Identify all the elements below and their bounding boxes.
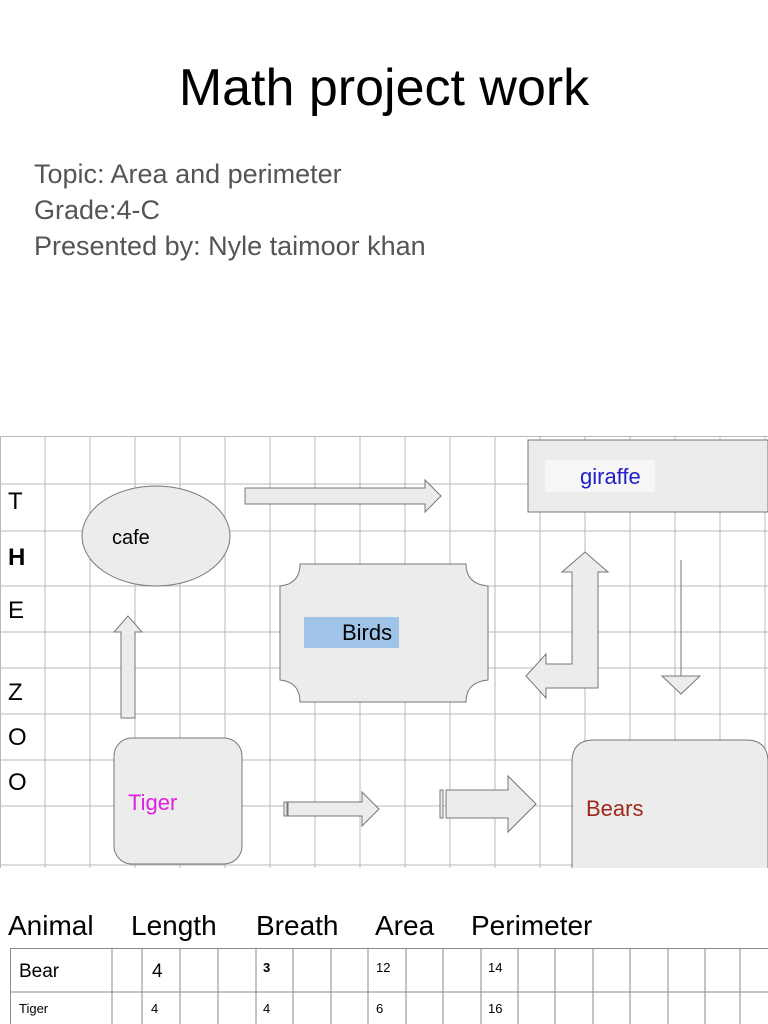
slide-title: Math project work: [178, 59, 590, 117]
zoo-map: cafe giraffe Birds Tiger Bears: [0, 436, 768, 868]
header-area: Area: [375, 910, 435, 941]
right-arrow-top: [244, 478, 442, 514]
data-table-grid: [10, 948, 768, 1024]
header-length: Length: [131, 910, 217, 941]
bears-enclosure: [571, 739, 768, 868]
zoo-letter-z: Z: [8, 679, 23, 706]
zoo-letter-t: T: [8, 488, 23, 515]
birds-highlight: [304, 617, 399, 648]
giraffe-label-bg: [545, 460, 655, 492]
zoo-letter-h: H: [8, 544, 26, 571]
zoo-letter-o1: O: [8, 724, 27, 751]
right-arrow-bottom-2: [439, 774, 537, 834]
cafe-shape: [81, 485, 231, 587]
right-arrow-bottom-1: [283, 790, 380, 828]
tiger-enclosure: [113, 737, 243, 865]
row1-animal: Bear: [19, 961, 60, 982]
topic-line: Topic: Area and perimeter: [34, 159, 342, 189]
row1-breath: 3: [263, 960, 271, 975]
row2-animal: Tiger: [19, 1001, 49, 1016]
bears-label: Bears: [586, 796, 643, 821]
row2-breath: 4: [263, 1001, 271, 1016]
row1-length: 4: [152, 961, 163, 982]
tiger-label: Tiger: [128, 790, 177, 815]
row2-area: 6: [376, 1001, 384, 1016]
zoo-letter-e: E: [8, 597, 25, 624]
row1-area: 12: [376, 960, 391, 975]
header-breath: Breath: [256, 910, 339, 941]
giraffe-label: giraffe: [580, 464, 641, 489]
down-arrow-right: [660, 560, 702, 695]
zoo-letter-o2: O: [8, 769, 27, 796]
row2-perimeter: 16: [488, 1001, 503, 1016]
header-perimeter: Perimeter: [471, 910, 593, 941]
row2-length: 4: [151, 1001, 159, 1016]
up-arrow-left: [112, 615, 144, 719]
presenter-line: Presented by: Nyle taimoor khan: [34, 231, 426, 261]
row1-perimeter: 14: [488, 960, 503, 975]
grade-line: Grade:4-C: [34, 195, 161, 225]
header-animal: Animal: [8, 910, 94, 941]
project-info: Topic: Area and perimeter Grade:4-C Pres…: [34, 156, 426, 264]
birds-label: Birds: [342, 620, 392, 645]
bent-arrow: [525, 551, 610, 700]
cafe-label: cafe: [112, 527, 150, 549]
